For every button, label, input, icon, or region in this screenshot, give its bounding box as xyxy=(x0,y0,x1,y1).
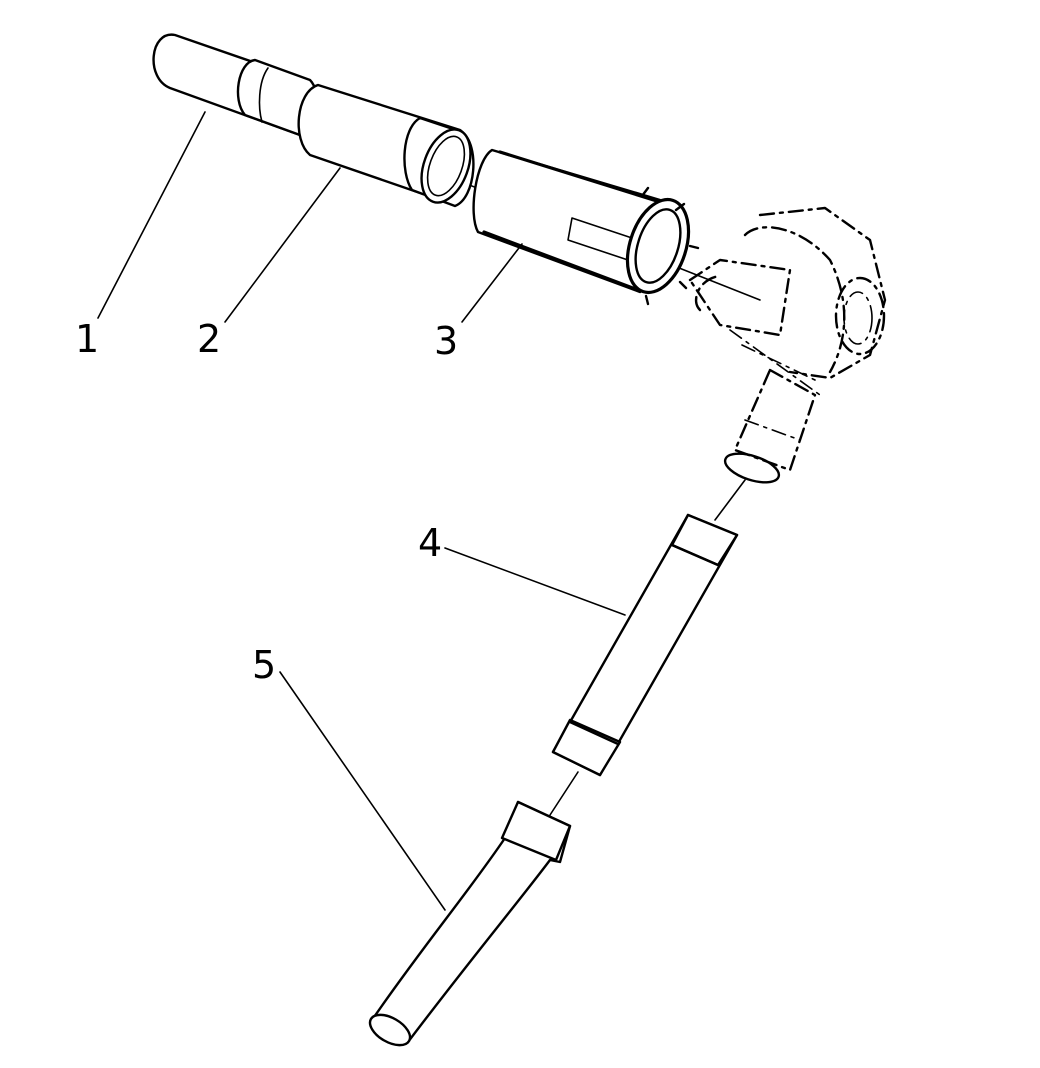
part-4-hose xyxy=(551,513,739,777)
part-3-collet xyxy=(472,148,700,306)
housing-phantom xyxy=(688,206,887,484)
part-2-sleeve xyxy=(297,83,475,208)
callout-1: 1 xyxy=(75,317,99,361)
leader-3 xyxy=(461,243,523,323)
leader-5 xyxy=(279,671,446,911)
callout-3: 3 xyxy=(434,319,458,363)
lower-centerline-b xyxy=(549,771,579,816)
callout-4: 4 xyxy=(418,521,442,565)
callout-2: 2 xyxy=(197,317,221,361)
leader-lines xyxy=(97,111,626,911)
leader-4 xyxy=(444,547,626,616)
lower-centerline-a xyxy=(714,479,746,521)
leader-2 xyxy=(224,167,341,323)
part-5-bent-hose xyxy=(368,800,572,1047)
part-1-tool xyxy=(152,33,319,137)
callout-5: 5 xyxy=(252,643,276,687)
leader-1 xyxy=(97,111,206,319)
